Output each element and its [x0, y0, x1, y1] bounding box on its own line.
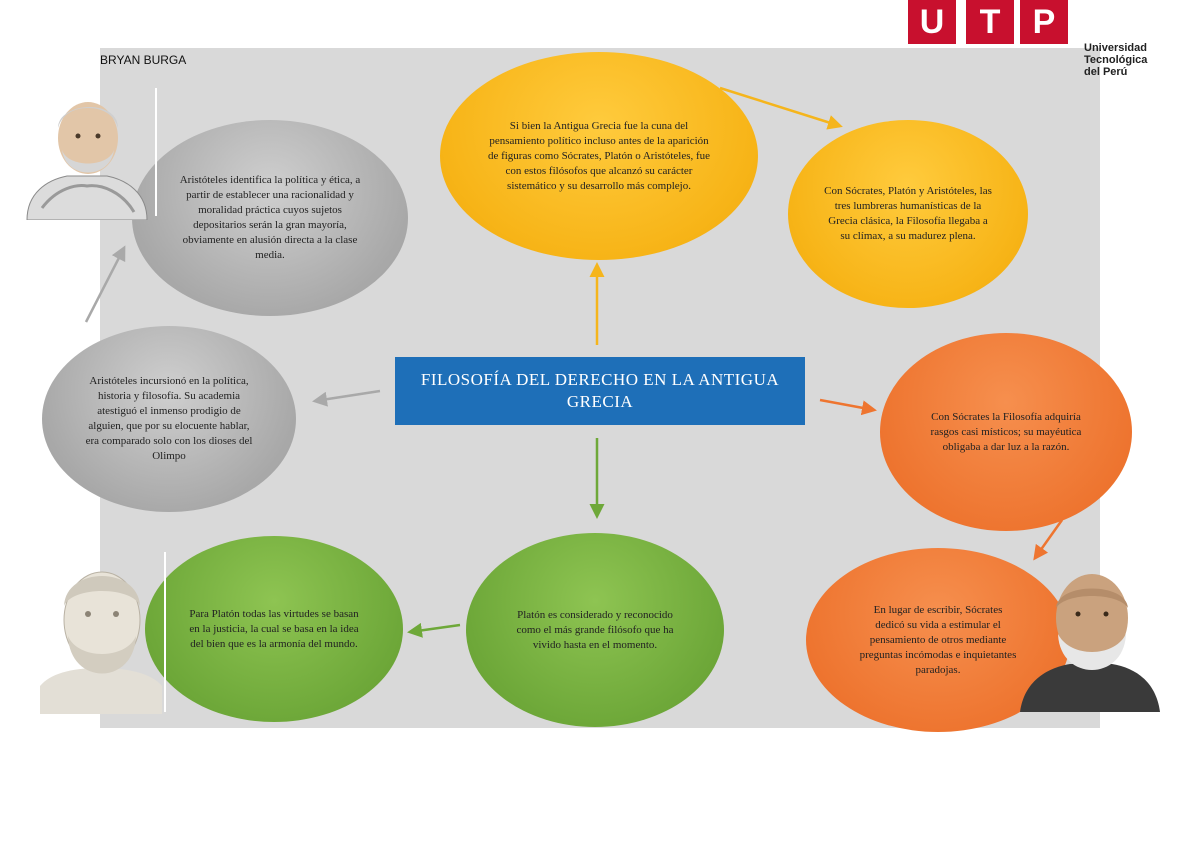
node-text: En lugar de escribir, Sócrates dedicó su…: [859, 603, 1017, 676]
node-text: Aristóteles incursionó en la política, h…: [85, 375, 253, 462]
arrow-gray-to-top-gray: [84, 245, 126, 323]
arrow-center-to-right-orange: [819, 398, 877, 416]
arrow-green-to-left-green: [407, 622, 461, 638]
aristotle-portrait: [26, 102, 148, 220]
divider-line: [155, 88, 157, 216]
node-socrates-questions: En lugar de escribir, Sócrates dedicó su…: [806, 548, 1070, 732]
arrow-top-to-right: [719, 86, 843, 130]
arrow-orange-to-bottom-orange: [1033, 519, 1064, 561]
logo-line-3: del Perú: [1084, 66, 1128, 78]
node-aristotle-politics-ethics: Aristóteles identifica la política y éti…: [132, 120, 408, 316]
node-ancient-greece-cradle: Si bien la Antigua Grecia fue la cuna de…: [440, 52, 758, 260]
node-text: Con Sócrates, Platón y Aristóteles, las …: [824, 185, 992, 242]
node-socrates-maieutics: Con Sócrates la Filosofía adquiría rasgo…: [880, 333, 1132, 531]
divider-line: [164, 552, 166, 712]
plato-portrait: [40, 571, 162, 714]
central-title-box: FILOSOFÍA DEL DERECHO EN LA ANTIGUA GREC…: [395, 357, 805, 425]
arrow-center-to-left-gray: [312, 389, 381, 407]
socrates-portrait: [1020, 574, 1160, 712]
node-text: Aristóteles identifica la política y éti…: [179, 174, 361, 261]
logo-letter-u: U: [908, 0, 956, 44]
node-plato-greatest: Platón es considerado y reconocido como …: [466, 533, 724, 727]
node-text: Con Sócrates la Filosofía adquiría rasgo…: [930, 410, 1082, 453]
node-three-luminaries: Con Sócrates, Platón y Aristóteles, las …: [788, 120, 1028, 308]
node-text: Para Platón todas las virtudes se basan …: [189, 607, 359, 650]
logo-line-1: Universidad: [1084, 42, 1147, 54]
logo-wordmark: Universidad Tecnológica del Perú: [1084, 42, 1147, 78]
diagram-title: FILOSOFÍA DEL DERECHO EN LA ANTIGUA GREC…: [420, 370, 780, 411]
node-aristotle-academy: Aristóteles incursionó en la política, h…: [42, 326, 296, 512]
logo-letter-p: P: [1020, 0, 1068, 44]
node-text: Platón es considerado y reconocido como …: [516, 608, 674, 651]
node-text: Si bien la Antigua Grecia fue la cuna de…: [487, 119, 711, 192]
divider-line: [1165, 570, 1167, 720]
author-name: BRYAN BURGA: [100, 53, 187, 67]
node-plato-virtues: Para Platón todas las virtudes se basan …: [145, 536, 403, 722]
logo-letter-t: T: [966, 0, 1014, 44]
logo-line-2: Tecnológica: [1084, 54, 1148, 66]
